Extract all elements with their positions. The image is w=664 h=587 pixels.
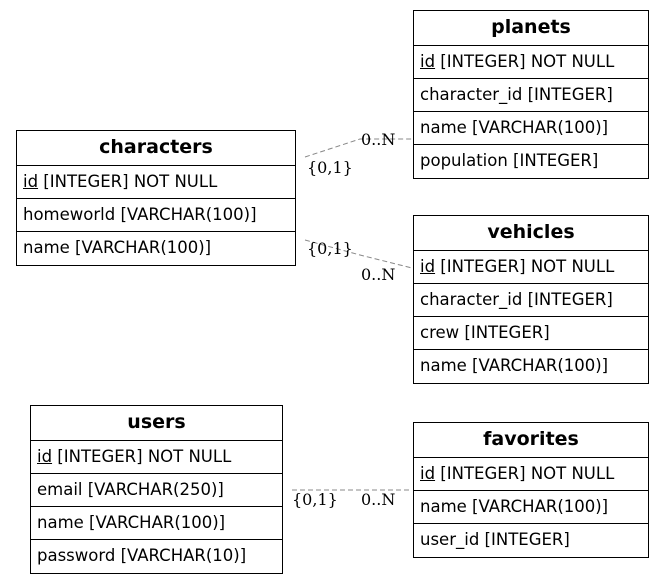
field-type: [INTEGER] NOT NULL xyxy=(52,447,232,466)
entity-title: favorites xyxy=(414,423,648,458)
relationship-line-characters-vehicles xyxy=(304,239,413,269)
field-row: id [INTEGER] NOT NULL xyxy=(414,46,648,79)
cardinality-characters-vehicles-to: 0..N xyxy=(361,265,395,284)
field-row: character_id [INTEGER] xyxy=(414,79,648,112)
primary-key: id xyxy=(420,464,436,483)
entity-planets[interactable]: planets id [INTEGER] NOT NULL character_… xyxy=(413,10,649,179)
entity-favorites[interactable]: favorites id [INTEGER] NOT NULL name [VA… xyxy=(413,422,649,558)
entity-users[interactable]: users id [INTEGER] NOT NULL email [VARCH… xyxy=(30,405,283,574)
entity-title: vehicles xyxy=(414,216,648,251)
primary-key: id xyxy=(420,257,436,276)
cardinality-characters-planets-to: 0..N xyxy=(361,130,395,149)
primary-key: id xyxy=(420,52,436,71)
cardinality-users-favorites-to: 0..N xyxy=(361,490,395,509)
field-row: user_id [INTEGER] xyxy=(420,530,570,549)
field-row: name [VARCHAR(100)] xyxy=(23,238,212,257)
field-row: name [VARCHAR(100)] xyxy=(414,112,648,145)
field-row: password [VARCHAR(10)] xyxy=(37,546,247,565)
field-row: id [INTEGER] NOT NULL xyxy=(17,166,295,199)
field-row: name [VARCHAR(100)] xyxy=(414,491,648,524)
field-row: population [INTEGER] xyxy=(420,151,599,170)
field-row: crew [INTEGER] xyxy=(414,317,648,350)
field-type: [INTEGER] NOT NULL xyxy=(435,52,615,71)
field-row: character_id [INTEGER] xyxy=(414,284,648,317)
primary-key: id xyxy=(23,172,39,191)
primary-key: id xyxy=(37,447,53,466)
field-type: [INTEGER] NOT NULL xyxy=(435,464,615,483)
field-row: id [INTEGER] NOT NULL xyxy=(414,458,648,491)
field-row: id [INTEGER] NOT NULL xyxy=(414,251,648,284)
cardinality-users-favorites-from: {0,1} xyxy=(292,490,338,509)
field-row: homeworld [VARCHAR(100)] xyxy=(17,199,295,232)
entity-title: planets xyxy=(414,11,648,46)
relationship-line-characters-planets xyxy=(304,138,412,158)
field-type: [INTEGER] NOT NULL xyxy=(38,172,218,191)
cardinality-characters-planets-from: {0,1} xyxy=(307,158,353,177)
field-row: id [INTEGER] NOT NULL xyxy=(31,441,282,474)
entity-title: characters xyxy=(17,131,295,166)
field-type: [INTEGER] NOT NULL xyxy=(435,257,615,276)
entity-title: users xyxy=(31,406,282,441)
field-row: name [VARCHAR(100)] xyxy=(31,507,282,540)
cardinality-characters-vehicles-from: {0,1} xyxy=(307,239,353,258)
entity-vehicles[interactable]: vehicles id [INTEGER] NOT NULL character… xyxy=(413,215,649,384)
field-row: email [VARCHAR(250)] xyxy=(31,474,282,507)
entity-characters[interactable]: characters id [INTEGER] NOT NULL homewor… xyxy=(16,130,296,266)
field-row: name [VARCHAR(100)] xyxy=(420,356,609,375)
